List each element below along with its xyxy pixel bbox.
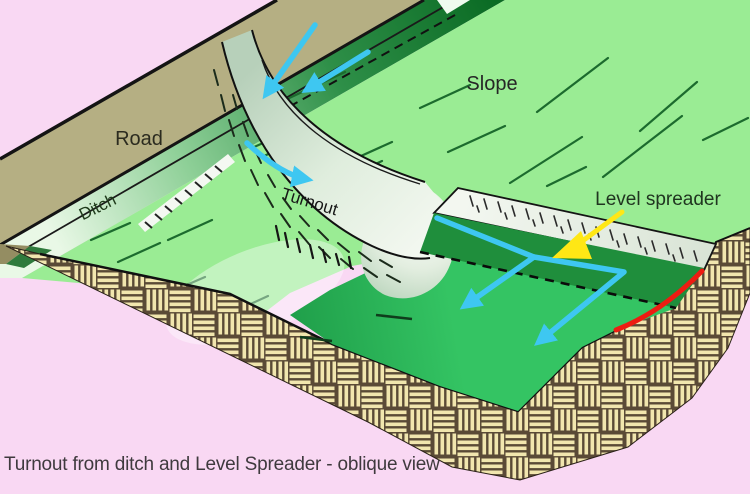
channel-lower-dashed-edge [419, 250, 677, 310]
turnout-bank-hatching [213, 69, 401, 283]
road-upper-edge [0, 0, 278, 161]
road-lower-edge [0, 0, 425, 247]
slope-label: Slope [466, 73, 517, 95]
level-spreader-label: Level spreader [595, 189, 721, 210]
pointer-arrow-head [552, 231, 592, 259]
flow-arrow-inflow-2 [301, 49, 371, 94]
berm-tick-marks [469, 195, 698, 262]
road-cut-face [0, 244, 30, 264]
ditch-strip [0, 0, 505, 278]
ditch-riprap-strip [138, 154, 235, 232]
turnout-outer-edge [221, 41, 431, 260]
figure-caption: Turnout from ditch and Level Spreader - … [4, 454, 440, 475]
riprap-hatch-marks [144, 165, 223, 229]
spread-area-dashes [299, 313, 413, 343]
ditch-inner-line [15, 1, 453, 255]
spreader-pointer-arrow [552, 209, 625, 259]
spreader-edge-line-red [613, 268, 705, 333]
turnout-bed-hatching [274, 224, 353, 270]
flow-arrow-spreader-2 [531, 254, 627, 346]
turnout-top-notch [437, 0, 470, 14]
road-label: Road [115, 128, 163, 150]
flow-arrow-inflow-1 [262, 22, 318, 100]
pointer-arrow-shaft [574, 209, 625, 248]
slope-surface [22, 0, 750, 313]
flow-arrow-turnout [244, 140, 314, 188]
turnout-inner-edge [251, 29, 426, 183]
